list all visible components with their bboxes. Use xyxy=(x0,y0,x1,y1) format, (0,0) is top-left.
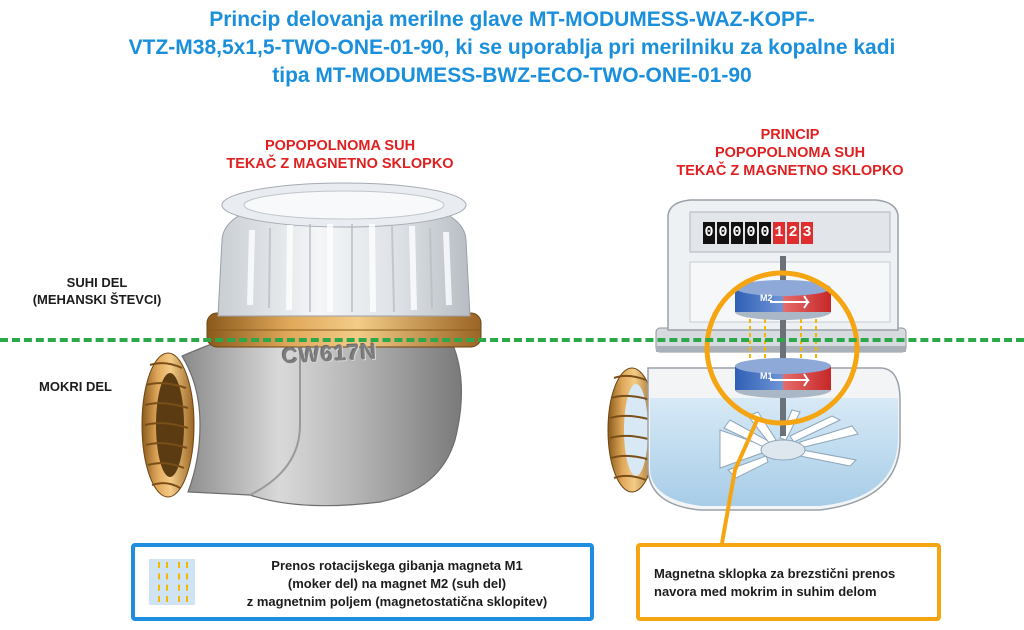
counter-digit: 1 xyxy=(773,222,785,244)
counter-digit: 0 xyxy=(745,222,757,244)
magnet-m1-label: M1 xyxy=(760,371,773,381)
body-marking: CW617N xyxy=(281,338,378,369)
title-line-1: Princip delovanja merilne glave MT-MODUM… xyxy=(209,8,815,31)
diagram-title: Princip delovanja merilne glave MT-MODUM… xyxy=(0,6,1024,90)
dry-part-line-2: (MEHANSKI ŠTEVCI) xyxy=(32,292,162,307)
field-lines-swatch xyxy=(149,559,195,605)
right-label-line-3: TEKAČ Z MAGNETNO SKLOPKO xyxy=(676,163,904,179)
wet-dry-boundary-line xyxy=(0,338,1024,342)
magnetic-coupling-legend: Magnetna sklopka za brezstični prenos na… xyxy=(636,543,941,621)
magnet-m2-label: M2 xyxy=(760,293,773,303)
wet-part-label: MOKRI DEL xyxy=(39,379,112,394)
title-line-3: tipa MT-MODUMESS-BWZ-ECO-TWO-ONE-01-90 xyxy=(272,64,752,87)
legend-orange-line-1: Magnetna sklopka za brezstični prenos xyxy=(654,566,896,581)
right-principle-label: PRINCIP POPOPOLNOMA SUH TEKAČ Z MAGNETNO… xyxy=(640,126,940,180)
legend-blue-line-3: z magnetnim poljem (magnetostatična sklo… xyxy=(246,594,548,609)
coupling-highlight-circle xyxy=(704,270,860,426)
counter-digit: 0 xyxy=(703,222,715,244)
legend-orange-text: Magnetna sklopka za brezstični prenos na… xyxy=(654,565,895,601)
right-meter-cutaway xyxy=(607,199,907,544)
right-label-line-1: PRINCIP xyxy=(760,127,820,143)
magnetic-field-legend: Prenos rotacijskega gibanja magneta M1 (… xyxy=(131,543,594,621)
left-label-line-1: POPOPOLNOMA SUH xyxy=(264,138,416,154)
right-label-line-2: POPOPOLNOMA SUH xyxy=(714,145,866,161)
left-meter-photo xyxy=(141,182,482,507)
magnet-m1 xyxy=(735,358,831,398)
title-line-2: VTZ-M38,5x1,5-TWO-ONE-01-90, ki se upora… xyxy=(128,36,896,59)
legend-blue-line-1: Prenos rotacijskega gibanja magneta M1 xyxy=(271,558,523,573)
counter-digit: 0 xyxy=(731,222,743,244)
legend-blue-text: Prenos rotacijskega gibanja magneta M1 (… xyxy=(207,557,587,611)
counter-digit: 3 xyxy=(801,222,813,244)
counter-digit: 0 xyxy=(759,222,771,244)
left-label-line-2: TEKAČ Z MAGNETNO SKLOPKO xyxy=(226,156,454,172)
legend-blue-line-2: (moker del) na magnet M2 (suh del) xyxy=(287,576,507,591)
counter-digit: 2 xyxy=(787,222,799,244)
legend-orange-line-2: navora med mokrim in suhim delom xyxy=(654,584,877,599)
left-product-label: POPOPOLNOMA SUH TEKAČ Z MAGNETNO SKLOPKO xyxy=(190,137,490,173)
counter-digit: 0 xyxy=(717,222,729,244)
magnet-m2 xyxy=(735,280,831,320)
coupling-leader-line xyxy=(720,417,760,544)
dry-part-label: SUHI DEL (MEHANSKI ŠTEVCI) xyxy=(22,274,172,308)
dry-part-line-1: SUHI DEL xyxy=(66,275,128,290)
